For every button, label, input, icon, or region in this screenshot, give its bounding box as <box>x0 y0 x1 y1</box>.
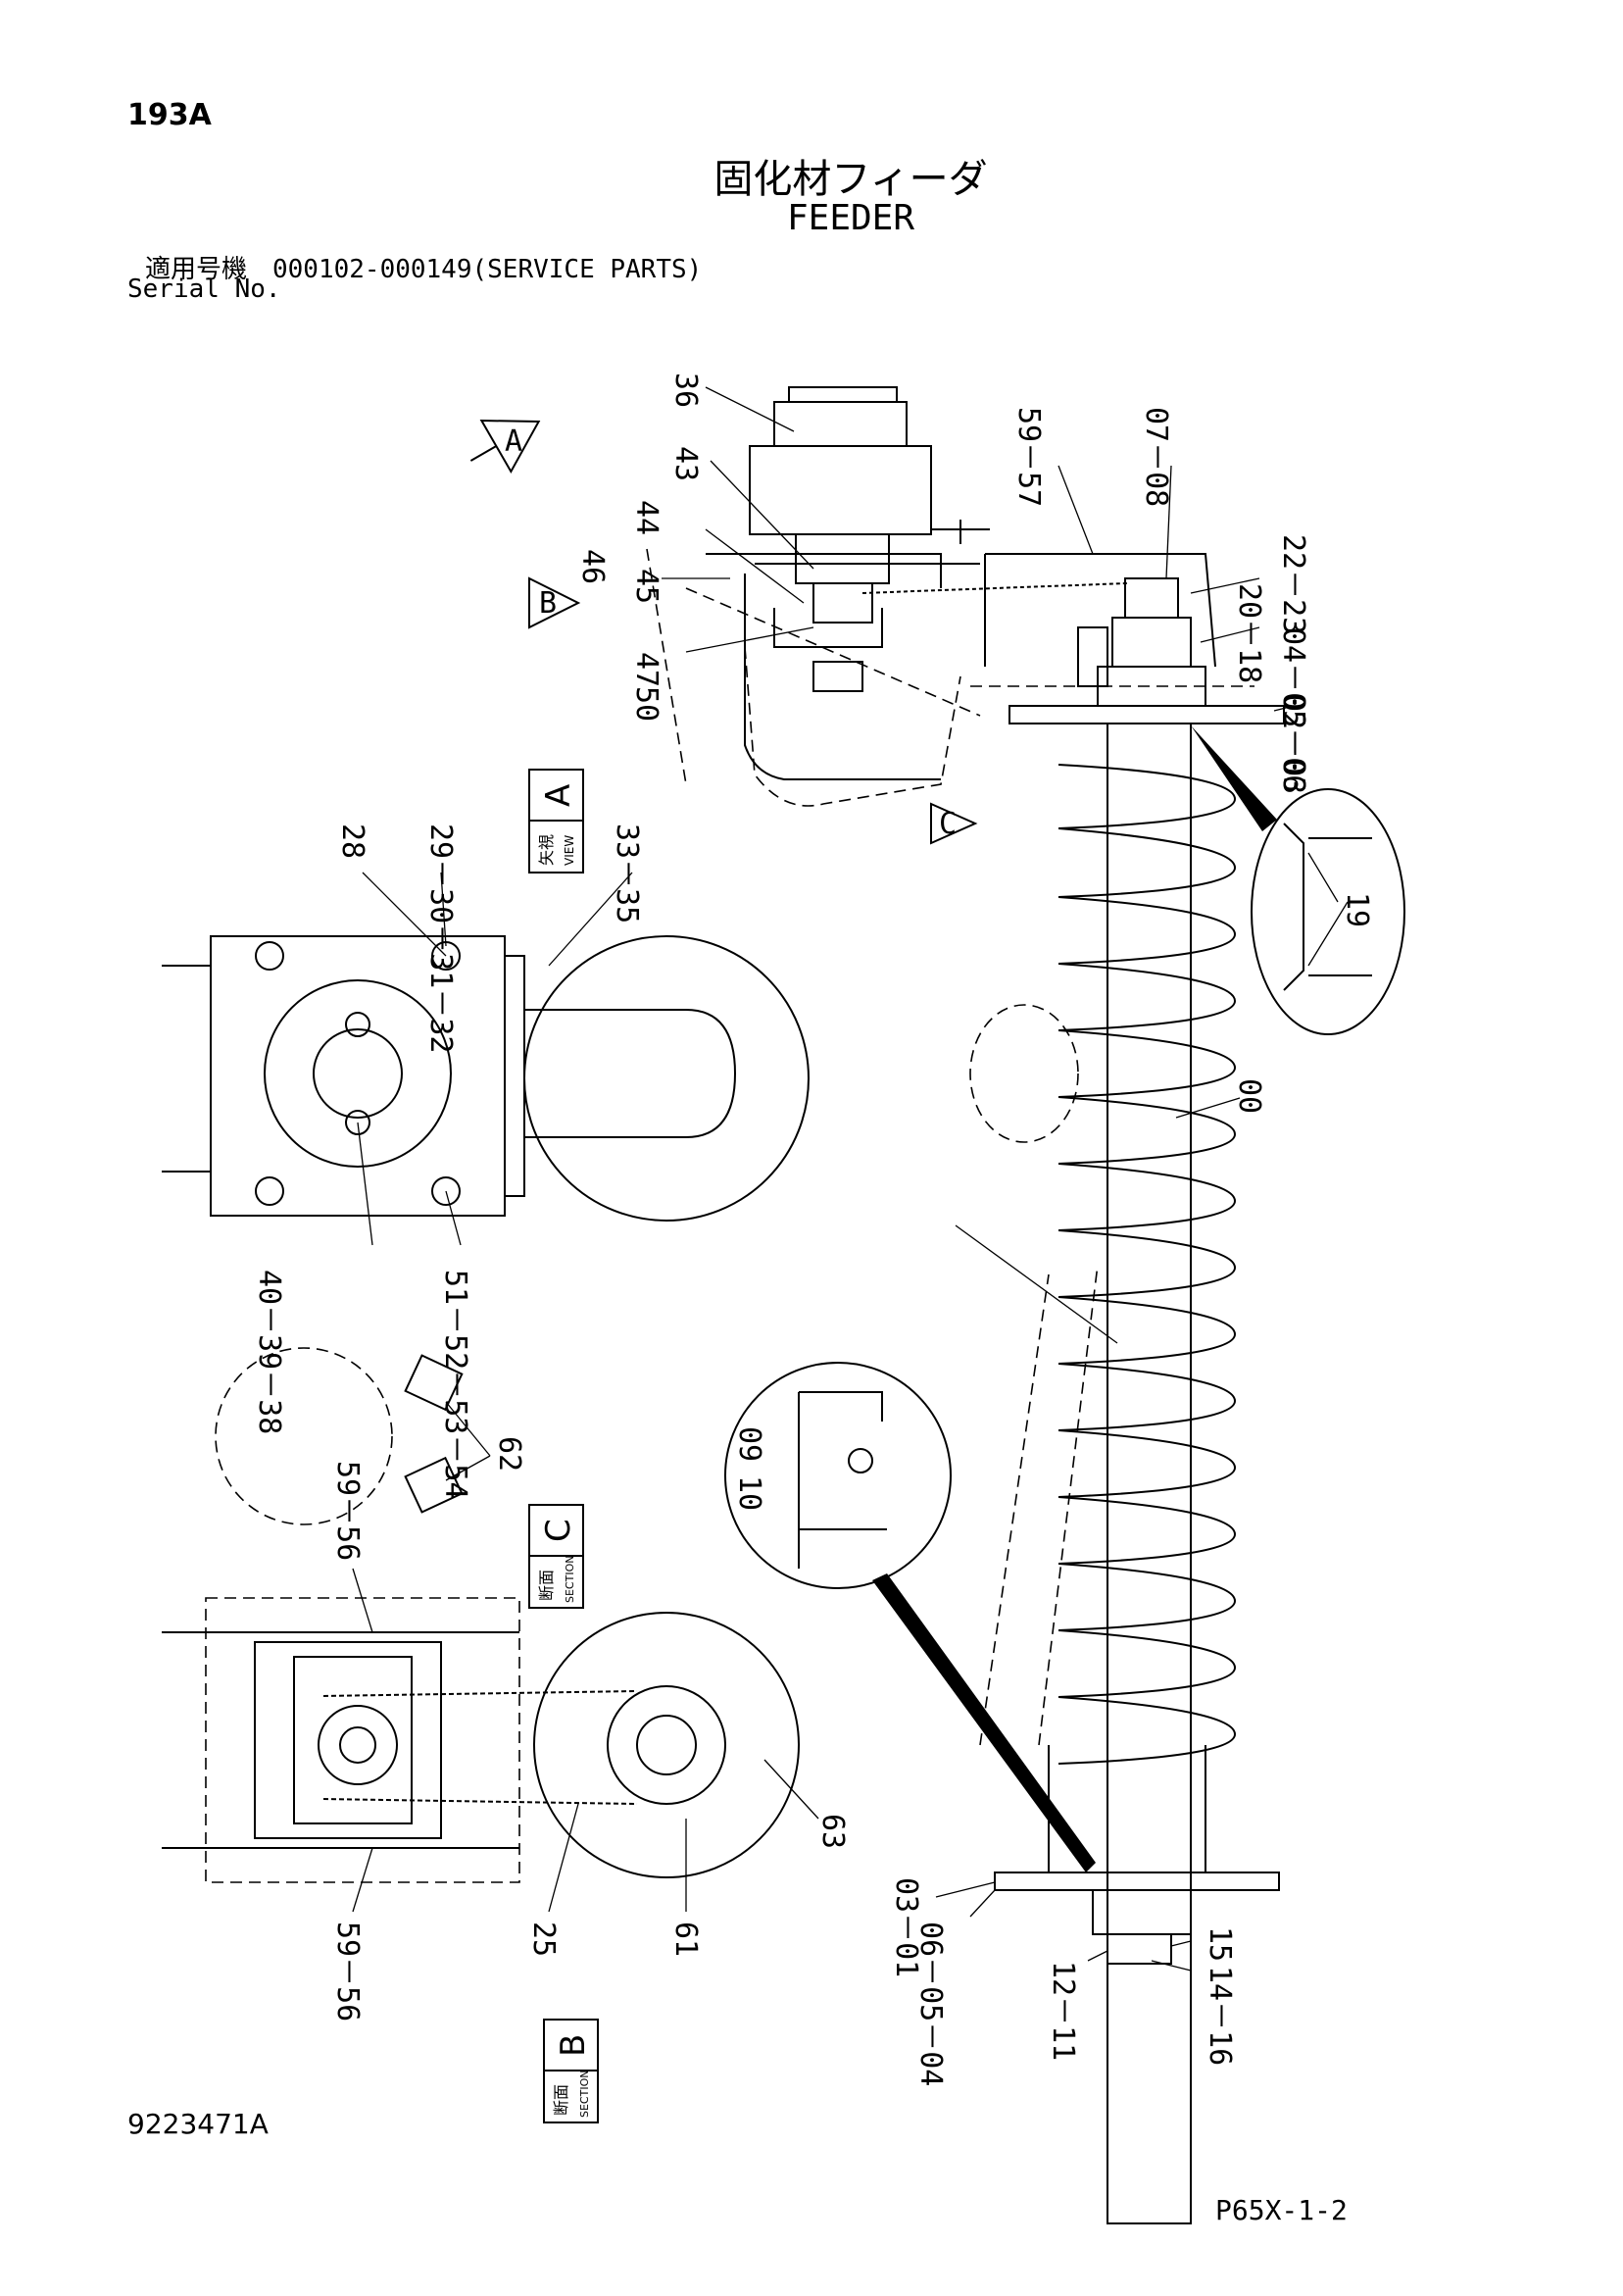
section-b-label: 断面 SECTION B <box>543 2019 599 2123</box>
callout-45: 45 <box>629 569 664 604</box>
serial-number-label: Serial No. <box>127 275 281 304</box>
svg-text:VIEW: VIEW <box>563 835 576 866</box>
view-marker-b: B <box>528 576 581 629</box>
svg-text:B: B <box>554 2034 593 2057</box>
sheet-reference: P65X-1-2 <box>1215 2194 1348 2226</box>
svg-text:断面: 断面 <box>537 1570 556 1601</box>
svg-text:C: C <box>539 1519 578 1542</box>
callout-06-05-04: 06－05－04 <box>913 1922 948 2086</box>
callout-62: 62 <box>492 1436 526 1472</box>
callout-59-56-bottom: 59－56 <box>330 1922 365 2021</box>
callout-19: 19 <box>1340 892 1374 927</box>
svg-text:A: A <box>505 424 522 459</box>
title-japanese: 固化材フィーダ <box>713 157 988 202</box>
callout-07-08: 07－08 <box>1139 407 1173 507</box>
title-english: FEEDER <box>786 198 915 238</box>
svg-text:B: B <box>539 586 557 621</box>
callout-46: 46 <box>575 549 610 584</box>
callout-50: 50 <box>629 686 664 722</box>
callout-59-57: 59－57 <box>1011 407 1046 507</box>
callout-28: 28 <box>335 824 369 859</box>
detail-bubble-09-10 <box>724 1362 1096 1872</box>
section-c-label: 断面 SECTION C <box>528 1504 584 1609</box>
callout-02-03: 02－03 <box>1276 694 1310 794</box>
callout-25: 25 <box>526 1922 561 1957</box>
callout-00: 00 <box>1232 1078 1266 1114</box>
callout-29-32: 29－30－31－32 <box>423 824 458 1054</box>
callout-10: 10 <box>732 1475 766 1511</box>
view-a-label: 矢視 VIEW A <box>528 769 584 873</box>
section-c-drawing <box>215 1347 464 1525</box>
callout-03-01: 03－01 <box>889 1877 923 1977</box>
auger-flights <box>1057 764 1237 1765</box>
serial-range-label: 適用号機 000102-000149(SERVICE PARTS) <box>145 255 703 284</box>
drawing-number: 9223471A <box>127 2108 269 2140</box>
callout-63: 63 <box>815 1814 850 1849</box>
callout-04-05-06-top: 04－05－06 <box>1276 627 1310 792</box>
callout-12-11: 12－11 <box>1046 1961 1080 2061</box>
section-b-drawing <box>162 1597 800 1883</box>
svg-text:C: C <box>939 807 957 841</box>
callout-20-18: 20－18 <box>1232 583 1266 683</box>
callout-43: 43 <box>668 446 703 481</box>
callout-44: 44 <box>629 500 664 535</box>
view-a-drawing <box>162 935 810 1222</box>
callout-09: 09 <box>732 1426 766 1462</box>
view-marker-c: C <box>930 802 978 845</box>
page-number: 193A <box>127 98 212 132</box>
callout-22-23: 22－23 <box>1276 534 1310 634</box>
feeder-assembly <box>646 386 1285 2224</box>
detail-bubble-19 <box>1191 725 1405 1035</box>
svg-text:矢視: 矢視 <box>537 834 556 866</box>
callout-labels: 36 43 44 45 46 47 50 59－57 07－08 22－23 2… <box>252 373 1374 2086</box>
callout-14-16: 14－16 <box>1203 1966 1237 2066</box>
view-marker-a: A <box>469 419 541 474</box>
callout-36: 36 <box>668 373 703 408</box>
svg-text:SECTION: SECTION <box>578 2071 591 2118</box>
leader-lines <box>352 386 1349 1972</box>
svg-text:A: A <box>539 784 578 807</box>
callout-33-35: 33－35 <box>610 824 644 923</box>
callout-61: 61 <box>668 1922 703 1957</box>
callout-59-56-top: 59－56 <box>330 1461 365 1561</box>
callout-15: 15 <box>1203 1926 1237 1962</box>
callout-51-54: 51－52－53－54 <box>438 1270 472 1500</box>
svg-text:SECTION: SECTION <box>564 1556 576 1603</box>
svg-text:断面: 断面 <box>552 2084 570 2116</box>
callout-40-38: 40－39－38 <box>252 1270 286 1434</box>
callout-47: 47 <box>629 652 664 687</box>
